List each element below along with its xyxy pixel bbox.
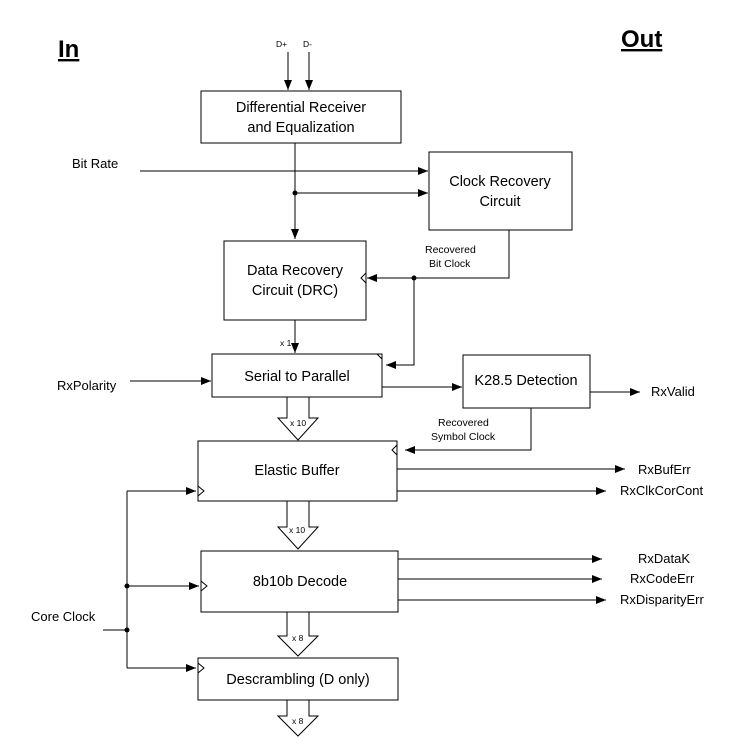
svg-text:Descrambling (D only): Descrambling (D only) — [226, 672, 369, 688]
eb-bus-arrow — [276, 500, 320, 550]
decode-bus-arrow — [276, 611, 320, 657]
serial-to-parallel-block: Serial to Parallel — [211, 353, 383, 398]
rx-valid-label: RxValid — [651, 384, 695, 399]
svg-text:Circuit (DRC): Circuit (DRC) — [252, 283, 338, 299]
svg-text:Clock Recovery: Clock Recovery — [449, 174, 551, 190]
descrambling-bus-arrow — [276, 699, 320, 737]
decode-8b10b-block: 8b10b Decode — [200, 550, 399, 613]
s2p-bus-width-label: x 10 — [290, 418, 306, 428]
eb-bus-width-label: x 10 — [289, 525, 305, 535]
in-heading: In — [58, 36, 79, 63]
rx-disparity-err-label: RxDisparityErr — [620, 592, 704, 607]
k285-detection-block: K28.5 Detection — [462, 354, 591, 409]
descrambling-block: Descrambling (D only) — [197, 657, 399, 701]
drc-bus-width-label: x 1 — [280, 338, 292, 348]
bit-rate-label: Bit Rate — [72, 156, 118, 171]
rx-code-err-label: RxCodeErr — [630, 571, 695, 586]
svg-text:and Equalization: and Equalization — [247, 120, 354, 136]
symbol-clock-wire — [405, 408, 532, 454]
d-plus-label: D+ — [276, 39, 287, 49]
svg-text:Serial to Parallel: Serial to Parallel — [244, 369, 350, 385]
svg-text:Differential Receiver: Differential Receiver — [236, 100, 366, 116]
bit-clock-wire — [414, 230, 510, 279]
rx-clk-cor-cont-label: RxClkCorCont — [620, 483, 703, 498]
decode-bus-width-label: x 8 — [292, 633, 304, 643]
recovered-bit-clock-label-1: Recovered — [425, 244, 476, 256]
s2p-bus-arrow — [276, 396, 320, 441]
bit-clock-to-s2p-wire — [386, 278, 415, 369]
rx-data-k-label: RxDataK — [638, 551, 690, 566]
recovered-symbol-clock-label-1: Recovered — [438, 417, 489, 429]
svg-text:K28.5 Detection: K28.5 Detection — [474, 373, 577, 389]
elastic-buffer-block: Elastic Buffer — [197, 440, 398, 502]
data-recovery-block: Data Recovery Circuit (DRC) — [223, 240, 367, 321]
svg-text:Data Recovery: Data Recovery — [247, 263, 344, 279]
recovered-bit-clock-label-2: Bit Clock — [429, 258, 471, 270]
descrambling-bus-width-label: x 8 — [292, 716, 304, 726]
out-heading: Out — [621, 26, 662, 53]
svg-text:Elastic Buffer: Elastic Buffer — [254, 463, 339, 479]
svg-text:8b10b Decode: 8b10b Decode — [253, 574, 347, 590]
recovered-symbol-clock-label-2: Symbol Clock — [431, 431, 496, 443]
d-minus-label: D- — [303, 39, 312, 49]
rx-polarity-label: RxPolarity — [57, 378, 117, 393]
svg-text:Circuit: Circuit — [479, 194, 520, 210]
differential-receiver-block: Differential Receiver and Equalization — [200, 90, 402, 144]
core-clock-label: Core Clock — [31, 609, 96, 624]
clock-recovery-block: Clock Recovery Circuit — [428, 151, 573, 231]
rx-buf-err-label: RxBufErr — [638, 462, 691, 477]
